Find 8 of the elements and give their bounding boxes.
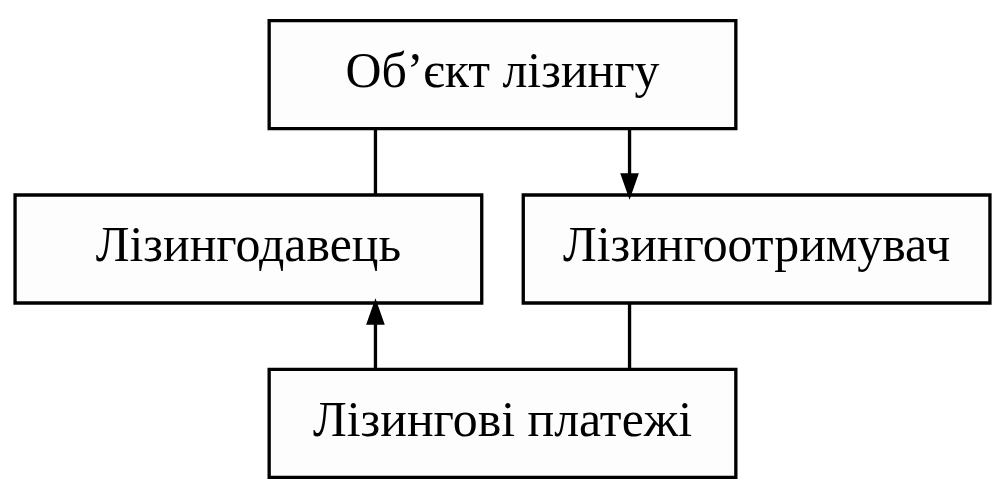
node-box: Лізингодавець [13, 193, 484, 305]
node-box: Лізингоотримувач [521, 193, 992, 305]
arrow [620, 128, 639, 200]
connector [627, 303, 632, 370]
node-box: Об’єкт лізингу [267, 19, 738, 131]
arrow [366, 298, 385, 370]
node-box: Лізингові платежі [267, 367, 738, 480]
connector [373, 128, 378, 195]
